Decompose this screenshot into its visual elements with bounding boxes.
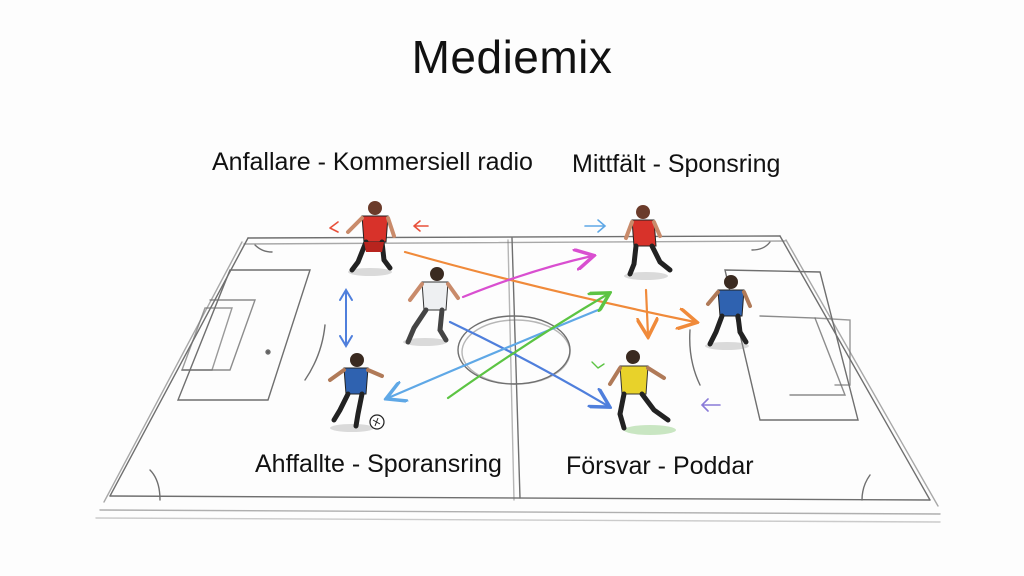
- label-midfield: Mittfält - Sponsring: [572, 150, 781, 178]
- label-defense: Försvar - Poddar: [566, 452, 754, 480]
- page-title: Mediemix: [411, 31, 613, 83]
- arrow-lightblue: [388, 308, 600, 398]
- arrow-lightblue-small: [584, 219, 607, 233]
- label-bottom-left: Ahffallte - Sporansring: [255, 450, 502, 478]
- arrow-blue-down: [448, 320, 608, 406]
- arrow-green: [446, 294, 608, 400]
- label-forwards: Anfallare - Kommersiell radio: [212, 148, 533, 176]
- pitch-lines: [95, 235, 941, 523]
- arrow-orange-long: [403, 250, 695, 322]
- arrow-orange-down: [646, 288, 648, 335]
- arrow-magenta: [461, 256, 592, 299]
- player-blue-bottom-left: [328, 353, 385, 432]
- player-blue-right: [705, 275, 752, 350]
- player-red-top-left: [346, 201, 396, 276]
- player-yellow-bottom-right: [608, 350, 676, 435]
- arrow-purple-small: [700, 398, 721, 412]
- player-red-top-right: [624, 205, 673, 280]
- arrows: [329, 219, 721, 412]
- arrow-red-small-left: [329, 221, 339, 233]
- player-white-center: [403, 267, 460, 346]
